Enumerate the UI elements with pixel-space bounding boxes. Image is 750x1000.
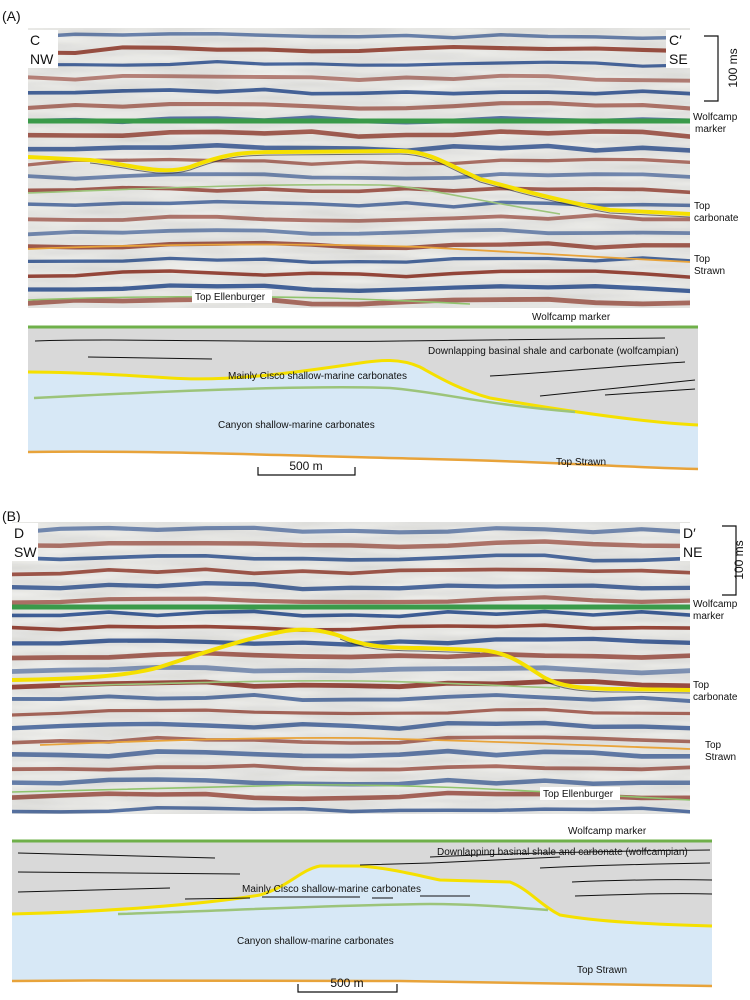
interp-a-top-carbonate-line [27,359,699,427]
label-top-carbonate-b-2: carbonate [693,692,738,703]
interp-b-reflector [539,862,711,869]
label-wolfcamp-a-2: marker [695,124,727,135]
label-top-strawn-b-1: Top [705,740,722,751]
label-top-strawn-b-2: Strawn [705,752,736,763]
interp-b-strawn-label: Top Strawn [577,965,627,976]
interp-b-reflector [17,887,171,893]
label-top-ellenburger-b: Top Ellenburger [543,789,614,800]
interp-b-reflector [359,856,561,866]
horizon-canyon-a [28,183,561,215]
horizon-top-carbonate-a-shadow [89,153,690,218]
interp-b-downlapping-label: Downlapping basinal shale and carbonate … [437,847,688,858]
time-scale-label-a: 100 ms [726,48,740,87]
section-end-right-direction: SE [669,51,688,67]
seismic-reflection [28,19,690,24]
interp-b-reflector [17,852,216,859]
label-top-carbonate-b-1: Top [693,680,710,691]
time-scale-bar-b: 100 ms [722,525,746,596]
interp-a-reflector [489,361,686,377]
interp-a-strawn-line [27,450,699,471]
section-end-right-direction: NE [683,544,702,560]
interp-b-shale-fill [12,841,712,926]
panel-b-letter: (B) [2,508,21,524]
seismic-texture-b [12,522,690,814]
distance-scale-bar-a: 500 m [257,459,356,476]
section-end-left-direction: NW [30,51,54,67]
interp-b-cisco-label: Mainly Cisco shallow-marine carbonates [242,884,421,895]
label-top-carbonate-a-1: Top [694,201,711,212]
label-top-strawn-a-2: Strawn [694,266,725,277]
interp-a-canyon-line [33,386,576,414]
interp-b-reflector [184,897,251,900]
time-scale-bar-a: 100 ms [704,35,740,102]
interp-a-cisco-label: Mainly Cisco shallow-marine carbonates [228,371,407,382]
interp-a-downlapping-label: Downlapping basinal shale and carbonate … [428,346,679,357]
panel-a: (A) C NW C′ SE 100 ms Wolfcamp marker To… [2,8,740,476]
interp-a-wolfcamp-label: Wolfcamp marker [532,312,611,323]
label-top-ellenburger-a: Top Ellenburger [195,292,266,303]
time-scale-label-b: 100 ms [732,540,746,579]
label-bg-ellenburger-b [540,787,620,800]
section-end-left-letter: C [30,32,40,48]
label-top-strawn-a-1: Top [694,254,711,265]
interpretation-a: Wolfcamp marker Downlapping basinal shal… [27,312,699,476]
label-bg-ellenburger-a [192,290,272,303]
end-label-bg-right-a [666,30,694,68]
section-end-left-letter: D [14,525,24,541]
interp-b-wolfcamp-label: Wolfcamp marker [568,826,647,837]
horizon-top-carbonate-b [12,627,690,692]
horizon-top-carbonate-b-shadow [339,638,690,694]
interp-b-canyon-label: Canyon shallow-marine carbonates [237,936,394,947]
panel-a-letter: (A) [2,8,21,24]
distance-scale-label-b: 500 m [330,976,363,990]
interp-b-reflector [571,879,713,883]
interp-a-canyon-fill [28,360,698,469]
section-end-left-direction: SW [14,544,37,560]
interpretation-b: Wolfcamp marker Downlapping basinal shal… [11,826,713,993]
label-top-carbonate-a-2: carbonate [694,213,739,224]
end-label-bg-right-b [680,523,710,561]
interp-b-strawn-line [11,979,713,988]
section-end-right-letter: C′ [669,32,682,48]
interp-a-shale-fill [28,327,698,425]
label-wolfcamp-b-1: Wolfcamp [693,599,738,610]
interp-b-canyon-fill [12,866,712,986]
horizon-canyon-b [59,680,561,689]
seismic-section-a [28,19,690,308]
distance-scale-bar-b: 500 m [297,976,398,993]
end-label-bg-left-b [12,523,38,561]
seismic-texture-a [28,28,690,308]
horizon-top-strawn-b [39,736,690,750]
interp-b-reflector [574,893,713,897]
horizon-top-strawn-a [28,243,690,263]
interp-b-top-carbonate-line [11,864,713,928]
label-wolfcamp-a-1: Wolfcamp [693,112,738,123]
interp-a-reflector [34,337,666,342]
distance-scale-label-a: 500 m [289,459,322,473]
horizon-top-carbonate-a [28,148,690,216]
interp-a-canyon-label: Canyon shallow-marine carbonates [218,420,375,431]
horizon-ellenburger-a [28,295,471,305]
interp-b-reflector [17,871,241,875]
interp-a-reflector [604,388,696,396]
seismic-reflection [12,513,690,519]
interp-a-strawn-label: Top Strawn [556,457,606,468]
interp-b-canyon-line [117,902,549,916]
interp-b-reflector [429,849,711,858]
panel-b: (B) D SW D′ NE 100 ms Wolfcamp marker To… [2,508,746,993]
horizon-ellenburger-b [12,784,690,801]
end-label-bg-left-a [28,30,58,68]
interp-a-reflector [87,356,213,360]
section-end-right-letter: D′ [683,525,696,541]
label-wolfcamp-b-2: marker [693,611,725,622]
interp-a-reflector [539,379,696,397]
seismic-section-b [12,513,690,814]
